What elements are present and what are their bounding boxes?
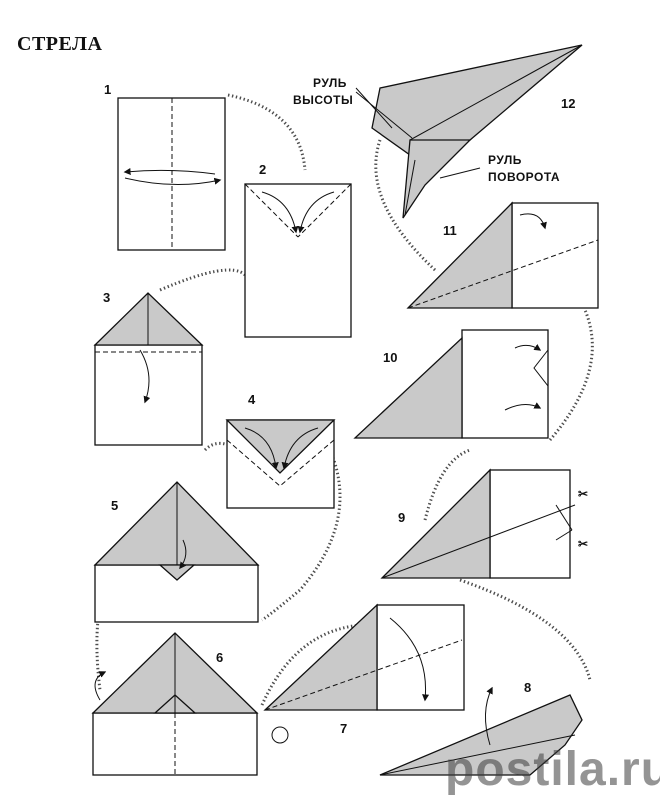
step-number: 8 — [524, 680, 531, 695]
step-12: 12 РУЛЬ ВЫСОТЫ РУЛЬ ПОВОРОТА — [293, 44, 583, 219]
step-number: 1 — [104, 82, 111, 97]
step-5: 5 — [93, 481, 260, 623]
folded-triangle — [380, 468, 491, 579]
turn-over-icon — [271, 726, 289, 744]
step-2: 2 — [244, 162, 352, 338]
step-number: 7 — [340, 721, 347, 736]
watermark: postila.ru — [445, 743, 660, 796]
paper-sheet — [489, 469, 571, 579]
fold-arrow — [139, 349, 151, 404]
folded-triangle — [263, 603, 378, 711]
fold-arrow — [261, 191, 299, 234]
step-number: 4 — [248, 392, 256, 407]
paper-sheet — [244, 183, 352, 338]
paper-sheet — [94, 344, 203, 446]
rudder-label-line1: РУЛЬ — [488, 153, 522, 167]
folded-triangle — [225, 419, 336, 474]
diagram-title: СТРЕЛА — [17, 33, 103, 55]
step-7: 7 — [263, 603, 465, 736]
fold-arrow — [389, 617, 430, 702]
step-number: 5 — [111, 498, 118, 513]
step-number: 2 — [259, 162, 266, 177]
step-4: 4 — [225, 392, 336, 509]
step-1: 1 — [104, 82, 226, 251]
step-3: 3 — [93, 290, 204, 446]
step-8: 8 — [379, 680, 583, 776]
scissors-icon: ✂ — [578, 487, 589, 501]
paper-plane — [371, 44, 583, 156]
step-9: 9 ✂ ✂ — [380, 468, 589, 579]
scissors-icon: ✂ — [578, 537, 589, 551]
step-number: 10 — [383, 350, 397, 365]
step-connectors — [95, 93, 594, 706]
step-number: 6 — [216, 650, 223, 665]
paper-sheet — [461, 329, 549, 439]
step-number: 11 — [443, 223, 457, 238]
step-number: 3 — [103, 290, 110, 305]
step-10: 10 — [353, 329, 549, 439]
fold-arrow — [124, 177, 222, 185]
folded-plane — [379, 694, 583, 776]
rudder-label-line2: ПОВОРОТА — [488, 170, 560, 184]
step-11: 11 — [406, 201, 599, 309]
elevator-label-line2: ВЫСОТЫ — [293, 93, 353, 107]
elevator-label-line1: РУЛЬ — [313, 76, 347, 90]
folded-triangle — [353, 336, 463, 439]
folded-triangle — [406, 201, 513, 309]
step-number: 12 — [561, 96, 575, 111]
step-6: 6 — [91, 632, 289, 776]
step-number: 9 — [398, 510, 405, 525]
